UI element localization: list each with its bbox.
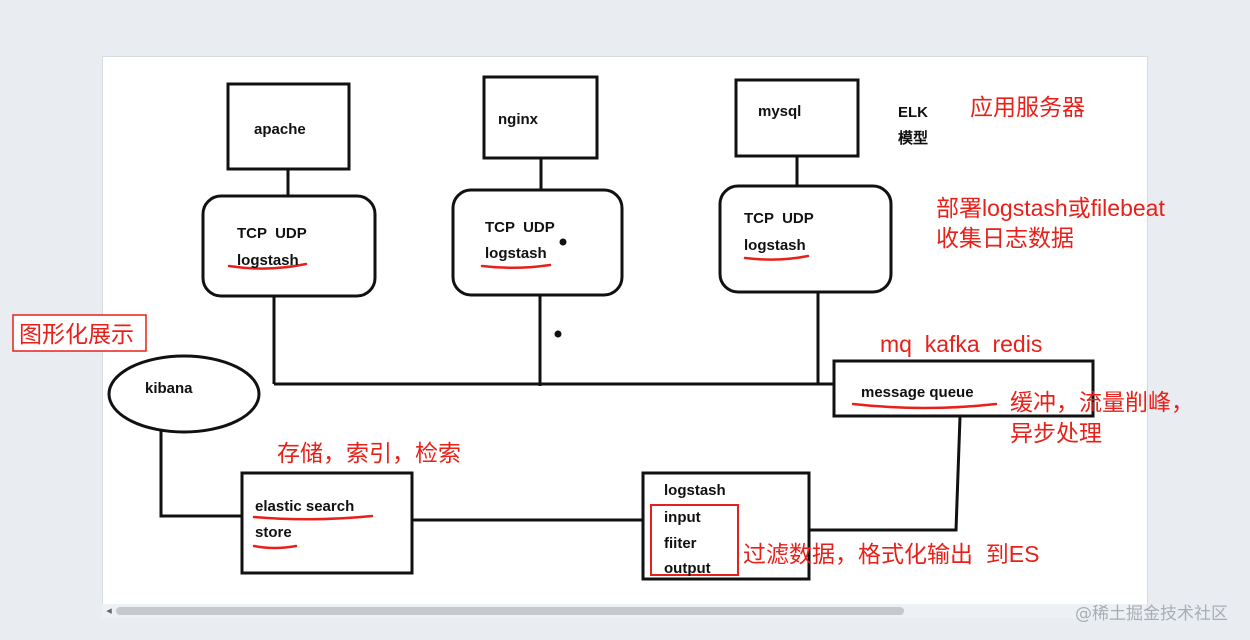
elk-label: ELK: [898, 104, 928, 121]
logstash-filter-label: fiiter: [664, 535, 697, 552]
message-queue-label: message queue: [861, 384, 974, 401]
agent1-logstash-label: logstash: [237, 252, 299, 269]
underline-message-queue: [851, 402, 998, 410]
agent2-logstash-label: logstash: [485, 245, 547, 262]
agent3-logstash-label: logstash: [744, 237, 806, 254]
storage-note: 存储，索引，检索: [277, 440, 461, 466]
underline-agent3: [743, 254, 810, 261]
edge-mq-logstash: [809, 416, 962, 532]
agent-node-2: [451, 188, 624, 297]
kibana-node: [107, 354, 261, 434]
underline-agent2: [480, 263, 552, 270]
underline-store: [252, 544, 298, 550]
nginx-label: nginx: [498, 111, 539, 128]
underline-elasticsearch: [252, 514, 374, 521]
logstash-node: [641, 471, 811, 581]
scrollbar-thumb[interactable]: [116, 607, 904, 615]
elasticsearch-label: elastic search: [255, 498, 354, 515]
logstash-output-label: output: [664, 560, 711, 577]
mysql-label: mysql: [758, 103, 801, 120]
store-label: store: [255, 524, 292, 541]
deploy-note-line1: 部署logstash或filebeat: [936, 195, 1165, 221]
visualize-note: 图形化展示: [19, 321, 134, 347]
mysql-node: [734, 78, 860, 158]
visualize-label-frame: [12, 314, 147, 352]
underline-agent1: [227, 262, 308, 270]
agent2-proto-label: TCP UDP: [485, 219, 555, 236]
logstash-plugins-frame: [650, 504, 739, 576]
app-servers-note: 应用服务器: [970, 94, 1085, 120]
dot-1: [559, 238, 567, 246]
mq-kinds-note: mq kafka redis: [880, 331, 1042, 357]
agent1-proto-label: TCP UDP: [237, 225, 307, 242]
watermark: @稀土掘金技术社区: [1075, 604, 1228, 624]
agent3-proto-label: TCP UDP: [744, 210, 814, 227]
logstash-input-label: input: [664, 509, 701, 526]
kibana-label: kibana: [145, 380, 193, 397]
scroll-left-icon[interactable]: ◂: [106, 605, 112, 617]
agent-node-1: [201, 194, 377, 298]
dot-2: [554, 330, 562, 338]
filter-note: 过滤数据，格式化输出 到ES: [743, 541, 1039, 567]
buffer-note-line2: 异步处理: [1010, 420, 1102, 446]
nginx-node: [482, 75, 599, 160]
apache-node: [226, 82, 351, 171]
horizontal-scrollbar[interactable]: ◂: [102, 604, 1146, 618]
logstash-title-label: logstash: [664, 482, 726, 499]
elk-model-label: 模型: [898, 129, 928, 147]
buffer-note-line1: 缓冲，流量削峰，: [1010, 389, 1194, 415]
agent-node-3: [718, 184, 893, 294]
apache-label: apache: [254, 121, 306, 138]
deploy-note-line2: 收集日志数据: [936, 225, 1074, 251]
edge-kibana-es: [159, 431, 242, 518]
elasticsearch-node: [240, 471, 414, 575]
